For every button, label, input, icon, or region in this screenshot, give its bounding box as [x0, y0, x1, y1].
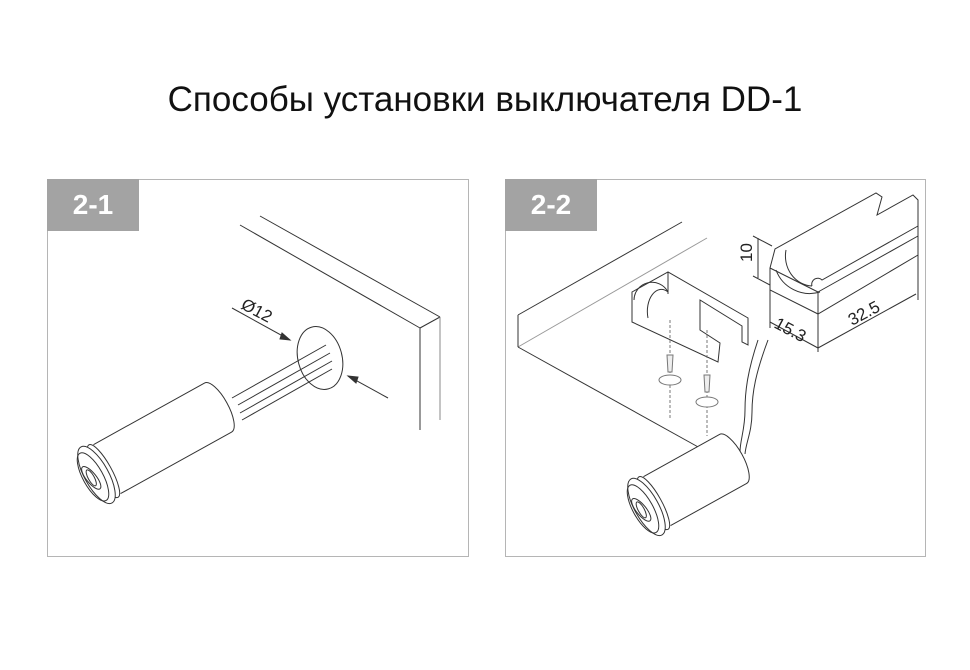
mounting-hole-flange [296, 326, 344, 390]
sensor-window [81, 466, 102, 490]
mounted-holder [631, 271, 749, 363]
screw-icon [658, 320, 719, 436]
panel-2-2: 2-2 [505, 179, 926, 557]
width-label: 15.3 [771, 314, 809, 346]
sensor-window [631, 498, 652, 522]
switch-body [626, 433, 750, 537]
switch-body [76, 382, 235, 505]
panel-label: 2-1 [47, 179, 139, 231]
page-title: Способы установки выключателя DD-1 [167, 80, 803, 119]
length-label: 32.5 [845, 297, 883, 329]
height-label: 10 [737, 243, 756, 262]
cable [231, 344, 333, 421]
wall-panel [239, 215, 441, 430]
cabinet-board [517, 221, 708, 449]
holder-clip-detail [769, 192, 919, 315]
cable [739, 339, 769, 455]
panel-label: 2-2 [505, 179, 597, 231]
panel-2-1: 2-1 [47, 179, 469, 557]
